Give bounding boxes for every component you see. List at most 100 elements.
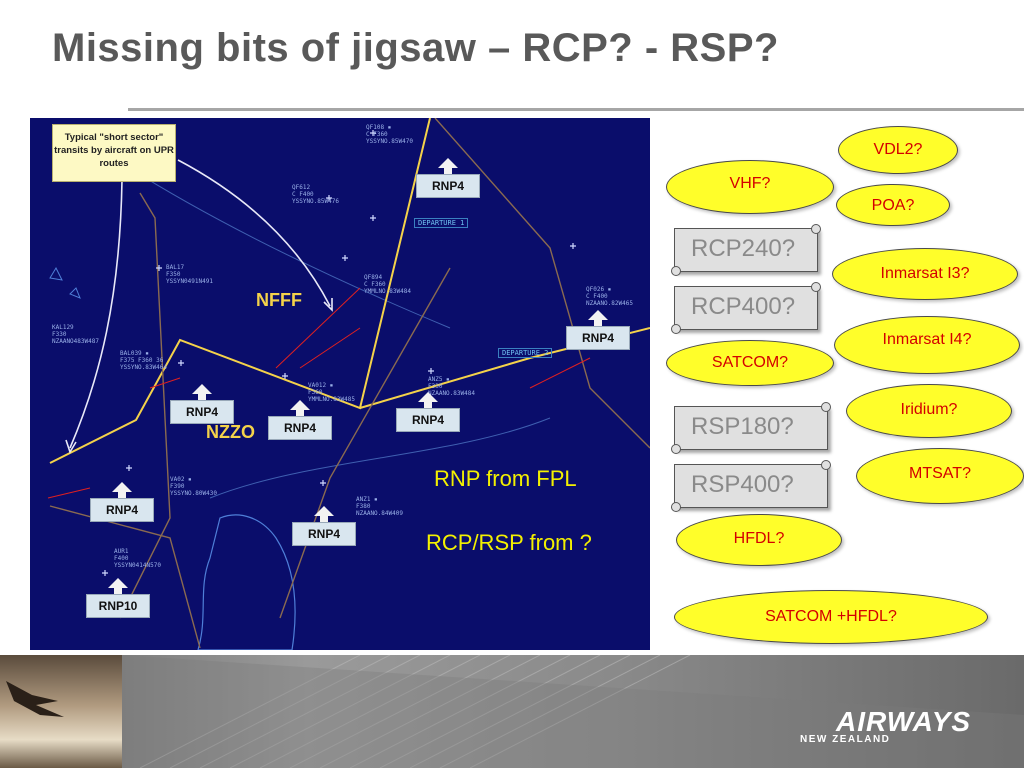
- short-sector-note: Typical "short sector" transits by aircr…: [52, 124, 176, 182]
- airways-logo: AIRWAYS: [836, 706, 972, 737]
- arrowhead: [323, 298, 333, 312]
- aircraft-photo: [0, 655, 122, 768]
- aircraft-icon: [342, 255, 348, 261]
- title-underline: [128, 108, 1024, 111]
- up-arrow-icon: [108, 578, 128, 588]
- up-arrow-icon: [192, 384, 212, 394]
- rnp-label: RNP4: [268, 416, 332, 440]
- vdl2-ellipse: VDL2?: [838, 126, 958, 174]
- track-tag: AUR1 F400 YSSYN0414N570: [114, 548, 161, 569]
- track-tag: BAL039 ▪ F375 F360 36 YSSYNO.83W464: [120, 350, 167, 371]
- track-line: [149, 377, 181, 389]
- sector-line: [434, 118, 650, 449]
- rnp-callout: RNP4: [292, 506, 356, 546]
- slide-title: Missing bits of jigsaw – RCP? - RSP?: [52, 26, 779, 70]
- aircraft-icon: [370, 130, 376, 136]
- aircraft-icon: [156, 265, 162, 271]
- rnp-label: RNP4: [90, 498, 154, 522]
- track-tag: QF026 ▪ C F400 NZAANO.82W465: [586, 286, 633, 307]
- transit-arrow-west: [69, 179, 123, 449]
- track-line: [275, 287, 361, 369]
- rnp-label: RNP10: [86, 594, 150, 618]
- aircraft-icon: [102, 570, 108, 576]
- track-line: [299, 327, 361, 369]
- up-arrow-icon: [112, 482, 132, 492]
- rsp180-scroll: RSP180?: [671, 402, 831, 454]
- wing-lines: [139, 655, 691, 768]
- up-arrow-icon: [290, 400, 310, 410]
- track-tag: BAL17 F350 YSSYN0491N491: [166, 264, 213, 285]
- airways-logo-subtitle: NEW ZEALAND: [800, 734, 891, 745]
- track-line: [529, 357, 591, 389]
- track-tag: ANZ5 ▪ F330 NZAANO.83W484: [428, 376, 475, 397]
- sector-line: [279, 267, 451, 619]
- rnp-label: RNP4: [416, 174, 480, 198]
- rnp-label: RNP4: [292, 522, 356, 546]
- fir-boundary-nfff: [49, 118, 431, 464]
- rnp-callout: RNP4: [396, 392, 460, 432]
- island-outline: [49, 266, 81, 299]
- rsp400-scroll: RSP400?: [671, 460, 831, 512]
- departure-label: DEPARTURE 1: [414, 218, 469, 228]
- satcom-ellipse: SATCOM?: [666, 340, 834, 386]
- aircraft-icon: [320, 480, 326, 486]
- up-arrow-icon: [418, 392, 438, 402]
- mtsat-ellipse: MTSAT?: [856, 448, 1024, 504]
- rnp-label: RNP4: [396, 408, 460, 432]
- airplane-icon: [6, 681, 64, 717]
- hfdl-ellipse: HFDL?: [676, 514, 842, 566]
- sector-line: [119, 192, 171, 619]
- scroll-label: RSP180?: [691, 413, 794, 440]
- scroll-label: RSP400?: [691, 471, 794, 498]
- satcom-hfdl-ellipse: SATCOM +HFDL?: [674, 590, 988, 644]
- track-tag: ANZ1 ▪ F380 NZAANO.84W409: [356, 496, 403, 517]
- aircraft-icon: [282, 373, 288, 379]
- footer-graphic: [6, 655, 1024, 768]
- sector-line: [49, 505, 201, 649]
- up-arrow-icon: [588, 310, 608, 320]
- track-tag: QF894 C F360 YMMLNO.83W484: [364, 274, 411, 295]
- aircraft-icon: [326, 195, 332, 201]
- radar-display: Typical "short sector" transits by aircr…: [30, 118, 650, 650]
- rnp-callout: RNP10: [86, 578, 150, 618]
- vhf-ellipse: VHF?: [666, 160, 834, 214]
- rnp-from-fpl-text: RNP from FPL: [434, 466, 577, 491]
- rcp-rsp-from-text: RCP/RSP from ?: [426, 530, 592, 555]
- rcp240-scroll: RCP240?: [671, 224, 821, 276]
- scroll-label: RCP400?: [691, 293, 796, 320]
- new-zealand-coastline: [197, 514, 296, 650]
- arrowhead: [65, 439, 77, 454]
- rnp-callout: RNP4: [170, 384, 234, 424]
- inmarsat-i4-ellipse: Inmarsat I4?: [834, 316, 1020, 374]
- iridium-ellipse: Iridium?: [846, 384, 1012, 438]
- aircraft-icon: [428, 368, 434, 374]
- rcp400-scroll: RCP400?: [671, 282, 821, 334]
- transit-arrow-east: [177, 159, 331, 307]
- scroll-label: RCP240?: [691, 235, 796, 262]
- rnp-callout: RNP4: [90, 482, 154, 522]
- rnp-callout: RNP4: [268, 400, 332, 440]
- track-tag: KAL129 F330 NZAANO483W487: [52, 324, 99, 345]
- rnp-callout: RNP4: [416, 158, 480, 198]
- fir-label-nfff: NFFF: [256, 290, 302, 310]
- departure-label: DEPARTURE 2: [498, 348, 553, 358]
- rnp-callout: RNP4: [566, 310, 630, 350]
- range-arc: [209, 417, 551, 499]
- track-line: [47, 487, 91, 499]
- rnp-label: RNP4: [566, 326, 630, 350]
- up-arrow-icon: [438, 158, 458, 168]
- aircraft-icon: [126, 465, 132, 471]
- up-arrow-icon: [314, 506, 334, 516]
- aircraft-icon: [370, 215, 376, 221]
- rnp-label: RNP4: [170, 400, 234, 424]
- aircraft-icon: [570, 243, 576, 249]
- inmarsat-i3-ellipse: Inmarsat I3?: [832, 248, 1018, 300]
- fir-label-nzzo: NZZO: [206, 422, 255, 442]
- track-tag: QF108 ▪ C F360 YSSYNO.85W470: [366, 124, 413, 145]
- poa-ellipse: POA?: [836, 184, 950, 226]
- footer-banner: [0, 655, 1024, 768]
- track-tag: VA012 ▪ F360 YMMLNO.83W485: [308, 382, 355, 403]
- track-tag: VA02 ▪ F390 YSSYNO.80W430: [170, 476, 217, 497]
- aircraft-icon: [178, 360, 184, 366]
- track-tag: QF612 C F400 YSSYNO.85W476: [292, 184, 339, 205]
